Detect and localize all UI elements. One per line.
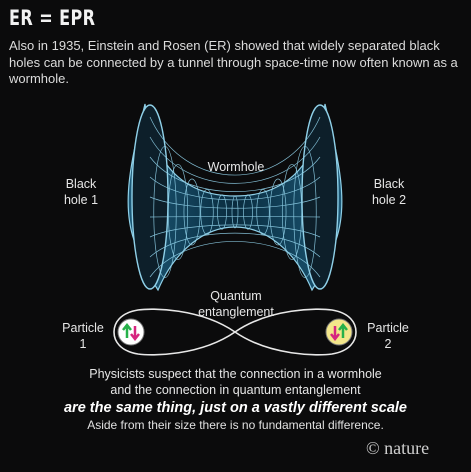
particle-1 bbox=[117, 318, 145, 346]
wormhole-label: Wormhole bbox=[207, 160, 265, 174]
particle-2 bbox=[325, 318, 353, 346]
emphasis-text: are the same thing, just on a vastly dif… bbox=[63, 400, 407, 416]
spin-down-icon bbox=[130, 326, 140, 342]
footnote-text: Aside from their size there is no fundam… bbox=[87, 418, 384, 432]
diagram-title: ER = EPR bbox=[9, 6, 96, 30]
entanglement-loop bbox=[113, 308, 357, 356]
spin-up-icon bbox=[122, 322, 132, 338]
intro-text: Also in 1935, Einstein and Rosen (ER) sh… bbox=[9, 38, 458, 86]
spin-down-icon bbox=[330, 326, 340, 342]
nature-brand: © nature bbox=[366, 438, 430, 458]
wormhole-surface bbox=[127, 103, 343, 292]
explanation-text: Physicists suspect that the connection i… bbox=[89, 367, 382, 397]
spin-up-icon bbox=[338, 322, 348, 338]
wormhole-grid bbox=[149, 116, 321, 278]
